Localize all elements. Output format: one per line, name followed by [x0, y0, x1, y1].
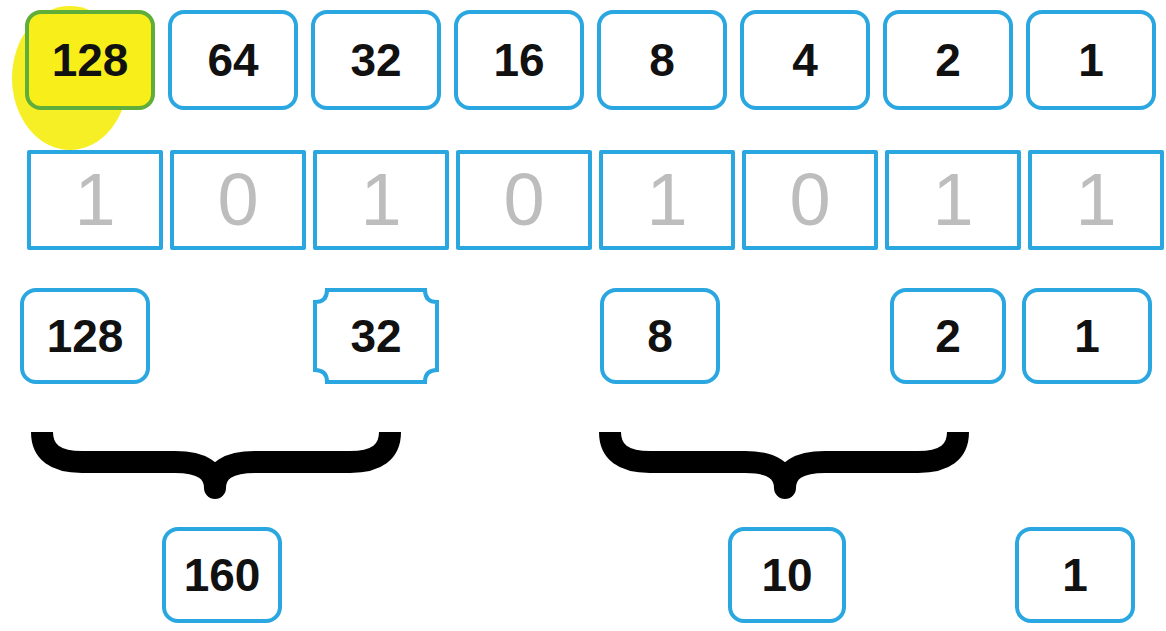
place-value-box: 16	[454, 10, 584, 110]
value-box: 32	[313, 288, 439, 384]
number-text: 64	[207, 37, 258, 83]
number-text: 2	[935, 37, 961, 83]
bit-digit: 0	[503, 163, 544, 237]
value-box: 1	[1022, 288, 1152, 384]
value-box: 10	[728, 527, 846, 623]
place-value-box: 2	[883, 10, 1013, 110]
place-value-box: 32	[311, 10, 441, 110]
number-text: 8	[649, 37, 675, 83]
number-text: 2	[935, 313, 961, 359]
notched-border	[315, 290, 437, 382]
bit-box: 0	[456, 150, 592, 250]
place-value-box: 4	[740, 10, 870, 110]
curly-brace	[42, 432, 390, 488]
number-text: 1	[1062, 552, 1088, 598]
number-text: 10	[761, 552, 812, 598]
value-box: 160	[162, 527, 282, 623]
number-text: 32	[350, 313, 401, 359]
place-value-box: 8	[597, 10, 727, 110]
value-box: 2	[890, 288, 1006, 384]
number-text: 8	[647, 313, 673, 359]
place-value-box: 128	[25, 10, 155, 110]
bit-digit: 0	[217, 163, 258, 237]
bit-box: 1	[885, 150, 1021, 250]
bit-digit: 1	[1075, 163, 1116, 237]
number-text: 16	[493, 37, 544, 83]
bit-digit: 1	[932, 163, 973, 237]
bit-box: 0	[170, 150, 306, 250]
bit-digit: 1	[360, 163, 401, 237]
bit-digit: 0	[789, 163, 830, 237]
bit-box: 1	[27, 150, 163, 250]
curly-brace	[610, 432, 958, 488]
number-text: 1	[1074, 313, 1100, 359]
number-text: 128	[52, 37, 129, 83]
bit-box: 1	[599, 150, 735, 250]
value-box: 128	[20, 288, 150, 384]
place-value-box: 1	[1026, 10, 1156, 110]
bit-digit: 1	[646, 163, 687, 237]
number-text: 1	[1078, 37, 1104, 83]
value-box: 1	[1015, 527, 1135, 623]
bit-box: 0	[742, 150, 878, 250]
number-text: 32	[350, 37, 401, 83]
number-text: 128	[47, 313, 124, 359]
number-text: 160	[184, 552, 261, 598]
bit-digit: 1	[74, 163, 115, 237]
bit-box: 1	[1028, 150, 1164, 250]
value-box: 8	[600, 288, 720, 384]
place-value-box: 64	[168, 10, 298, 110]
number-text: 4	[792, 37, 818, 83]
bit-box: 1	[313, 150, 449, 250]
